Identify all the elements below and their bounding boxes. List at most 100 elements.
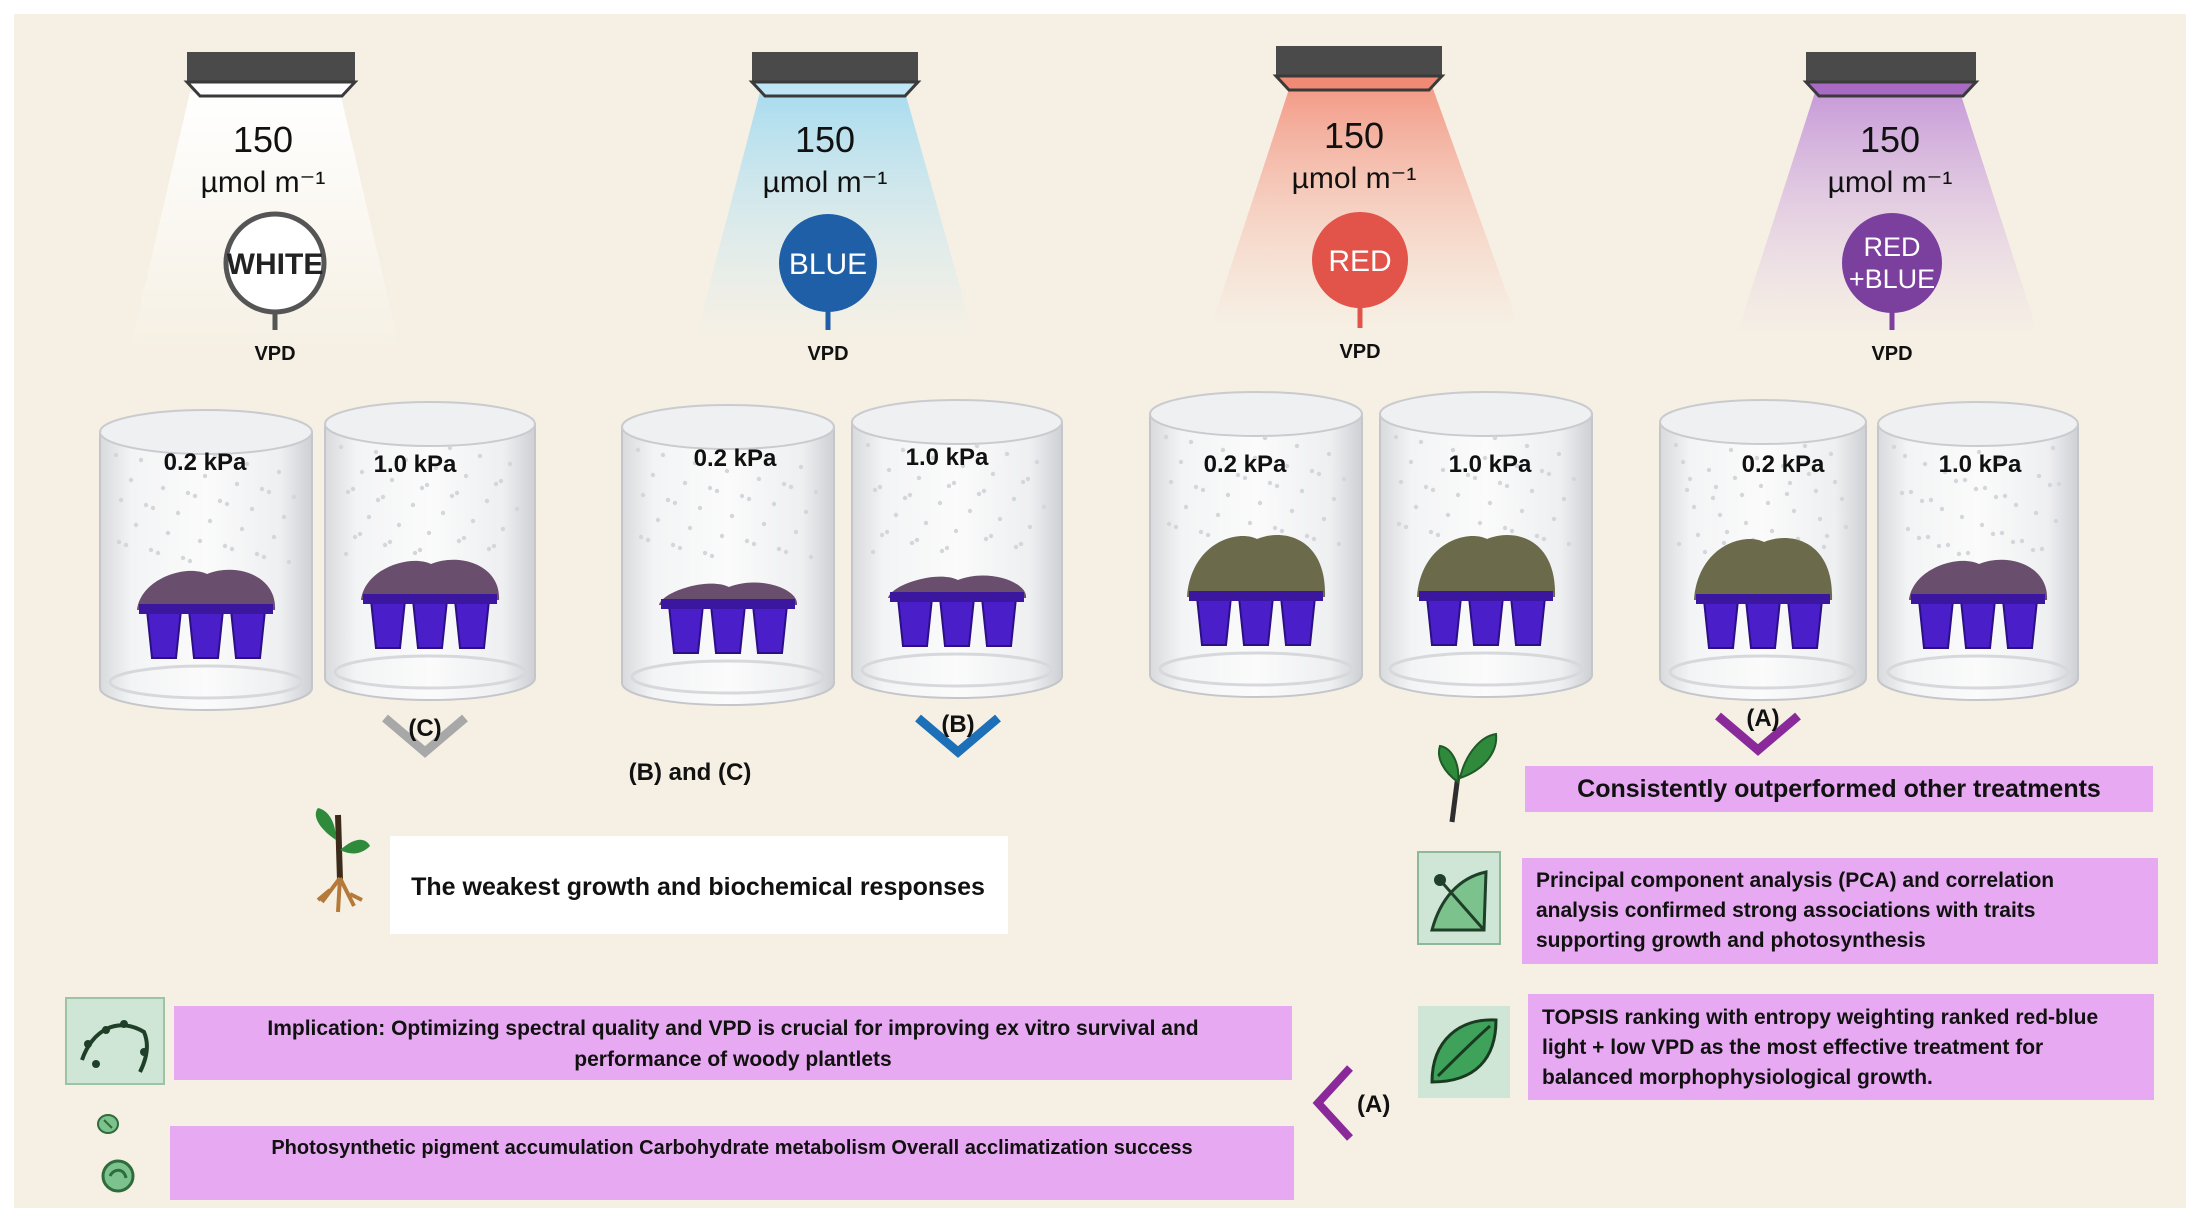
condensation-drop: [192, 493, 198, 499]
condensation-drop: [1034, 459, 1040, 465]
condensation-drop: [419, 485, 425, 491]
condensation-drop: [1210, 467, 1216, 473]
plant-pot: [187, 609, 225, 659]
condensation-drop: [1482, 455, 1488, 461]
condensation-drop: [493, 481, 499, 487]
condensation-drop: [944, 545, 950, 551]
condensation-drop: [239, 526, 245, 532]
marker-c: (C): [382, 714, 468, 758]
condensation-drop: [2050, 445, 2056, 451]
condensation-drop: [389, 477, 395, 483]
condensation-drop: [1450, 447, 1456, 453]
condensation-drop: [967, 508, 973, 514]
condensation-drop: [739, 493, 745, 499]
condensation-drop: [2013, 502, 2019, 508]
marker-c-label: (C): [408, 715, 441, 742]
condensation-drop: [202, 473, 208, 479]
treatment-red-blue: 150 µmol m⁻¹ RED +BLUE VPD 0.2 kPa 1.0 k…: [1659, 52, 2079, 701]
pot-tray-rim: [139, 604, 273, 614]
pigment-text: Photosynthetic pigment accumulation Carb…: [271, 1137, 1192, 1159]
condensation-drop: [1304, 533, 1310, 539]
condensation-drop: [138, 457, 144, 463]
condensation-drop: [1539, 468, 1545, 474]
condensation-drop: [1710, 495, 1716, 501]
condensation-drop: [766, 456, 772, 462]
condensation-drop: [1428, 529, 1434, 535]
condensation-drop: [1430, 487, 1436, 493]
condensation-drop: [1769, 528, 1775, 534]
condensation-drop: [366, 514, 372, 520]
condensation-drop: [650, 472, 656, 478]
condensation-drop: [1020, 479, 1026, 485]
white-intensity: 150: [233, 119, 293, 160]
condensation-drop: [1680, 459, 1686, 465]
condensation-drop: [2030, 547, 2036, 553]
condensation-drop: [1691, 504, 1697, 510]
topsis-text-line1: TOPSIS ranking with entropy weighting ra…: [1542, 1006, 2098, 1029]
condensation-drop: [756, 476, 762, 482]
condensation-drop: [746, 496, 752, 502]
condensation-drop: [988, 533, 994, 539]
condensation-drop: [946, 483, 952, 489]
condensation-drop: [387, 539, 393, 545]
condensation-drop: [424, 482, 430, 488]
condensation-drop: [1205, 532, 1211, 538]
plant-pot: [1959, 599, 1997, 649]
condensation-drop: [1519, 508, 1525, 514]
condensation-drop: [426, 530, 432, 536]
condensation-drop: [1173, 524, 1179, 530]
condensation-drop: [635, 447, 641, 453]
marker-b: (B): [915, 711, 1001, 758]
condensation-drop: [417, 547, 423, 553]
condensation-drop: [665, 497, 671, 503]
condensation-drop: [165, 530, 171, 536]
plantlet-foliage: [1694, 538, 1833, 600]
blue-chevron-icon: [915, 714, 1001, 758]
white-vpd-label: VPD: [254, 343, 295, 365]
jar-base-ring: [1668, 654, 1858, 690]
condensation-drop: [1220, 447, 1226, 453]
condensation-drop: [498, 478, 504, 484]
condensation-drop: [113, 452, 119, 458]
plantlet-foliage: [361, 559, 500, 600]
condensation-drop: [1990, 531, 1996, 537]
condensation-drop: [244, 461, 250, 467]
condensation-drop: [1965, 550, 1971, 556]
condensation-drop: [410, 502, 416, 508]
condensation-drop: [902, 495, 908, 501]
condensation-drop: [909, 540, 915, 546]
condensation-drop: [1316, 471, 1322, 477]
plant-pot: [411, 599, 449, 649]
condensation-drop: [1824, 533, 1830, 539]
condensation-drop: [291, 494, 297, 500]
condensation-drop: [729, 513, 735, 519]
condensation-drop: [872, 487, 878, 493]
blue-vpd-label: VPD: [807, 343, 848, 365]
blue-intensity: 150: [795, 119, 855, 160]
condensation-drop: [229, 546, 235, 552]
treatment-white: 150 µmol m⁻¹ WHITE VPD 0.2 kPa 1.0 kPa: [99, 52, 536, 711]
condensation-drop: [990, 471, 996, 477]
jar-lid: [324, 401, 536, 447]
plant-pot: [709, 604, 747, 654]
condensation-drop: [939, 548, 945, 554]
condensation-drop: [1791, 508, 1797, 514]
condensation-drop: [914, 537, 920, 543]
condensation-drop: [1279, 528, 1285, 534]
jar-lid: [1379, 391, 1593, 437]
condensation-drop: [1905, 526, 1911, 532]
condensation-drop: [1928, 497, 1934, 503]
condensation-drop: [1514, 463, 1520, 469]
condensation-drop: [1242, 475, 1248, 481]
condensation-drop: [781, 481, 787, 487]
condensation-drop: [771, 501, 777, 507]
red-light-beam: [1210, 86, 1520, 330]
pot-tray-rim: [1696, 594, 1830, 604]
condensation-drop: [1566, 541, 1572, 547]
condensation-drop: [212, 453, 218, 459]
condensation-drop: [1309, 468, 1315, 474]
pot-tray-rim: [890, 592, 1024, 602]
red-vpd-label: VPD: [1339, 341, 1380, 363]
white-jar-high-label: 1.0 kPa: [374, 451, 457, 478]
condensation-drop: [724, 468, 730, 474]
